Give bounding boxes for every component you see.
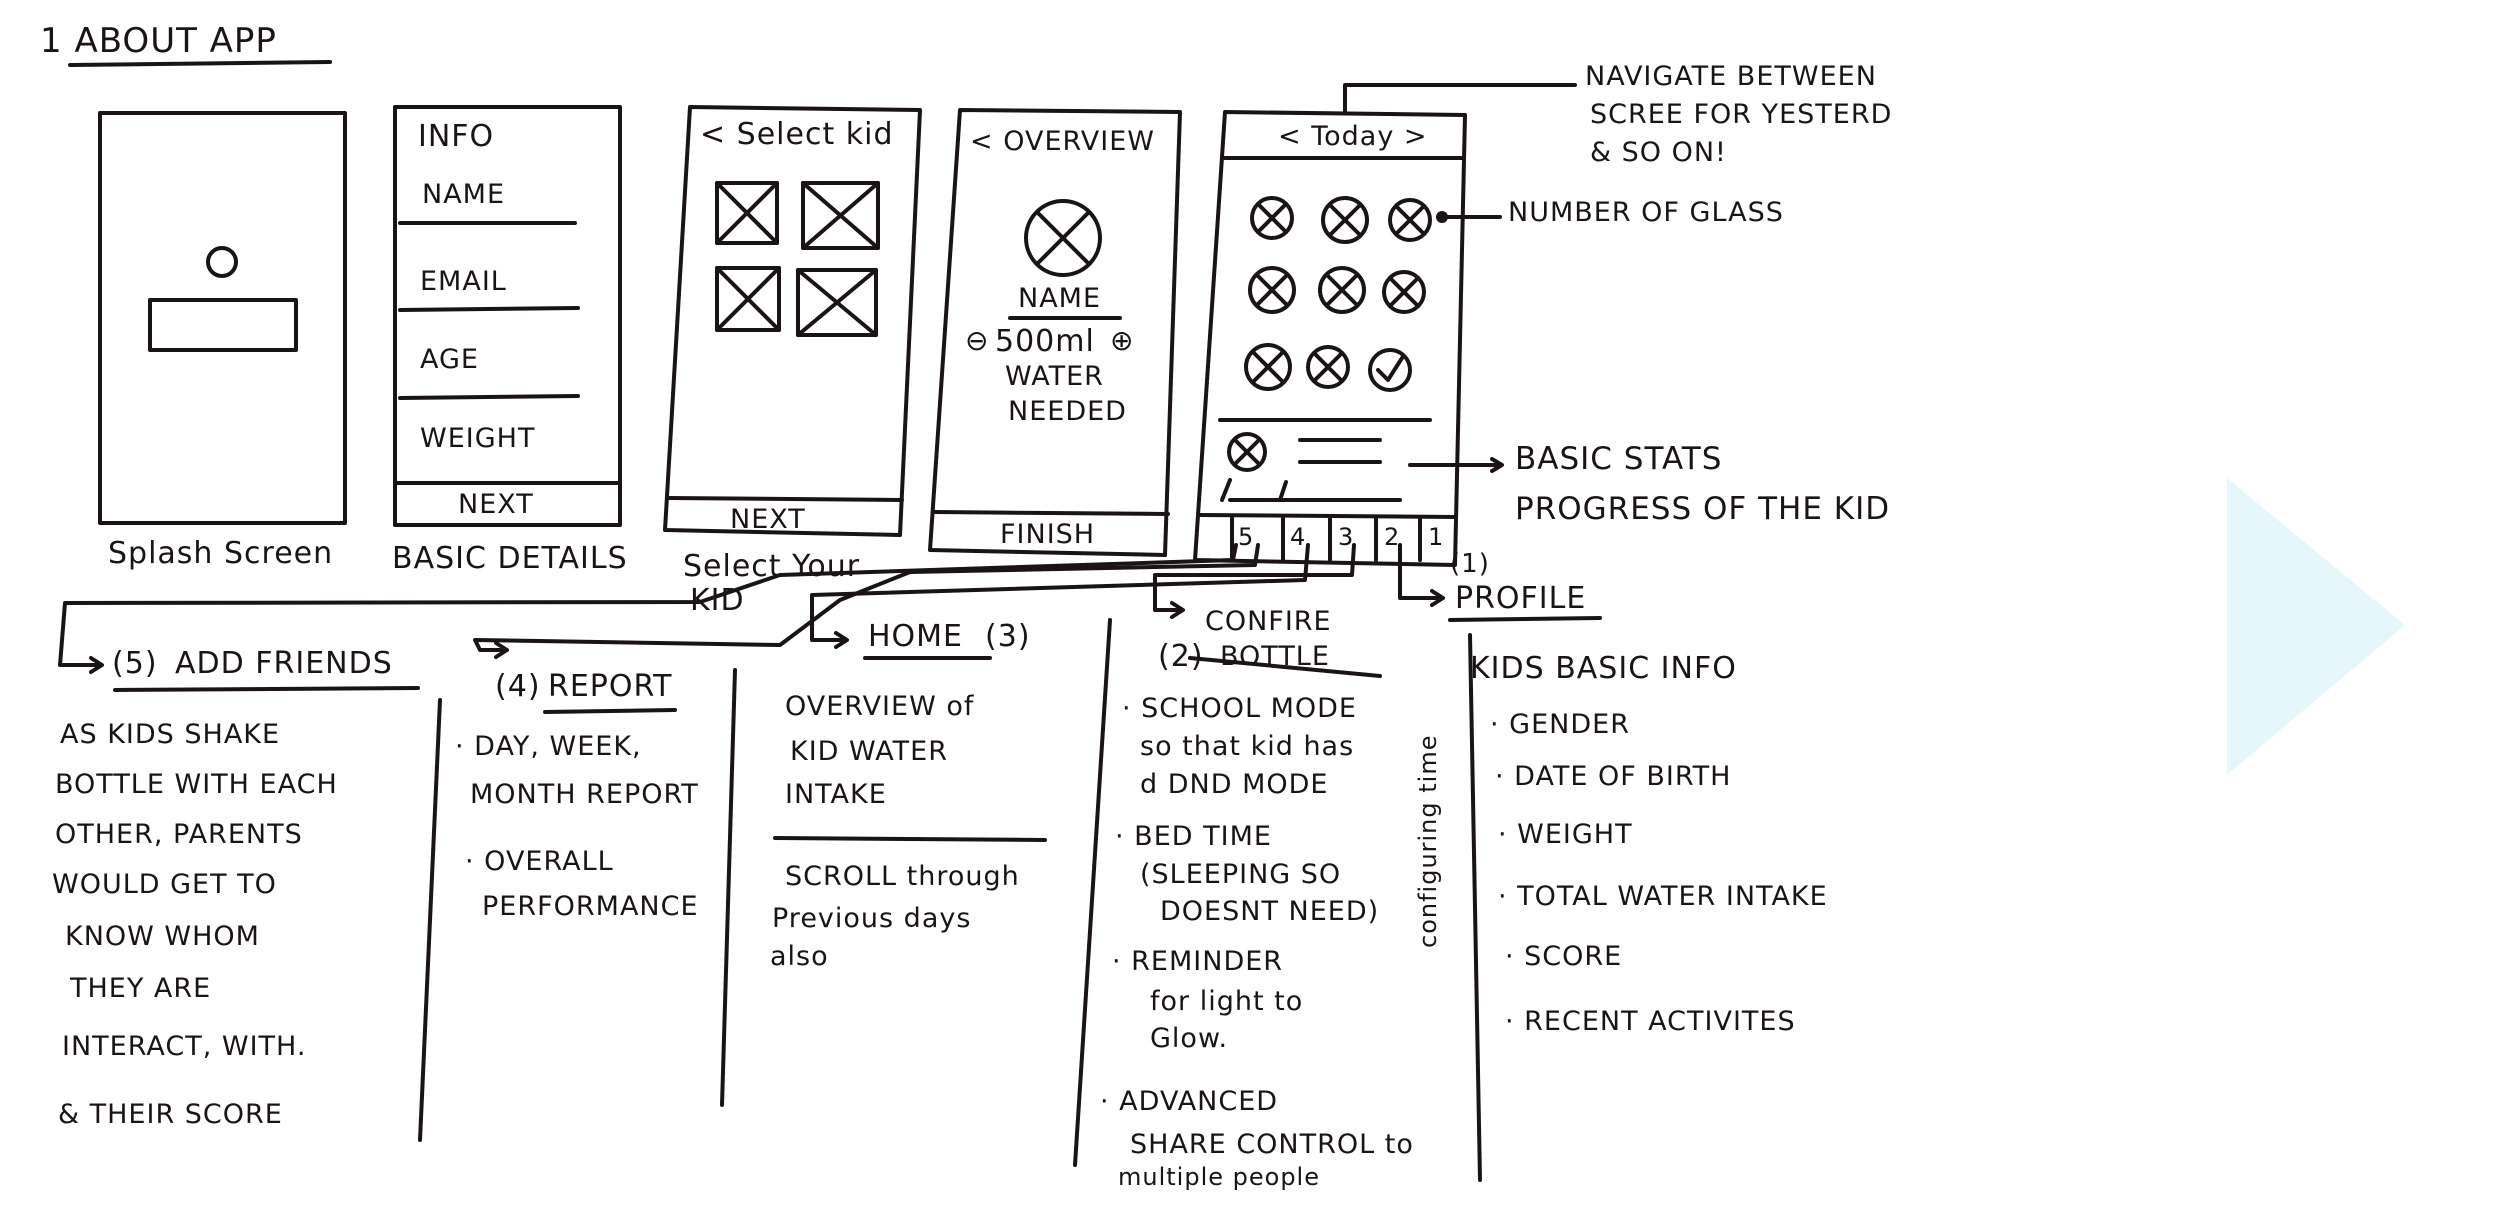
report-line-4: PERFORMANCE (482, 891, 699, 922)
age-field-label: AGE (420, 344, 479, 375)
profile-item-water: · TOTAL WATER INTAKE (1498, 881, 1828, 912)
friends-line-7: INTERACT, WITH. (62, 1031, 307, 1062)
home-line-6: also (770, 941, 829, 972)
page-title: 1 ABOUT APP (40, 21, 277, 61)
water-label: WATER (1005, 361, 1104, 392)
friends-line-3: OTHER, PARENTS (55, 819, 303, 850)
profile-title: PROFILE (1455, 581, 1587, 616)
bottle-number: (2) (1158, 639, 1204, 674)
kid-label: KID (690, 583, 745, 618)
report-line-3: · OVERALL (465, 846, 614, 877)
friends-line-1: AS KIDS SHAKE (60, 719, 281, 750)
bottle-line-7: · REMINDER (1112, 946, 1284, 977)
friends-line-5: KNOW WHOM (65, 921, 260, 952)
tab-3[interactable]: 3 (1338, 523, 1355, 551)
water-amount: 500ml (995, 324, 1095, 359)
home-line-2: KID WATER (790, 736, 948, 767)
bottle-line-9: Glow. (1150, 1023, 1229, 1054)
profile-item-gender: · GENDER (1490, 709, 1630, 740)
glass-note: NUMBER OF GLASS (1508, 197, 1784, 228)
minus-icon[interactable]: ⊖ (965, 324, 990, 357)
profile-heading: KIDS BASIC INFO (1470, 651, 1737, 686)
needed-label: NEEDED (1008, 396, 1127, 427)
tab-2[interactable]: 2 (1384, 523, 1401, 551)
bottle-line-2: so that kid has (1140, 731, 1355, 762)
name-field-label: NAME (422, 179, 506, 210)
bottle-line-4: · BED TIME (1115, 821, 1272, 852)
navigate-note-3: & SO ON! (1590, 137, 1727, 168)
weight-field-label: WEIGHT (420, 423, 536, 454)
profile-item-dob: · DATE OF BIRTH (1495, 761, 1732, 792)
basic-details-label: BASIC DETAILS (392, 541, 628, 576)
friends-line-6: THEY ARE (70, 973, 212, 1004)
configuring-time-note: configuring time (1414, 734, 1442, 948)
profile-item-activities: · RECENT ACTIVITES (1505, 1006, 1796, 1037)
splash-screen-label: Splash Screen (108, 536, 334, 571)
friends-title: ADD FRIENDS (175, 646, 393, 681)
today-title[interactable]: < Today > (1278, 121, 1428, 152)
bottle-line-10: · ADVANCED (1100, 1086, 1279, 1117)
stats-note-1: BASIC STATS (1515, 441, 1723, 477)
friends-line-2: BOTTLE WITH EACH (55, 769, 338, 800)
friends-line-4: WOULD GET TO (52, 869, 277, 900)
navigate-note-1: NAVIGATE BETWEEN (1585, 61, 1877, 92)
home-line-4: SCROLL through (785, 861, 1020, 892)
home-line-5: Previous days (772, 903, 972, 934)
overview-title: < OVERVIEW (970, 126, 1155, 157)
email-field-label: EMAIL (420, 266, 507, 297)
kid-name: NAME (1018, 283, 1102, 314)
navigate-note-2: SCREE FOR YESTERD (1590, 99, 1893, 130)
bottle-line-12: multiple people (1118, 1163, 1320, 1191)
profile-item-score: · SCORE (1505, 941, 1623, 972)
bottle-line-11: SHARE CONTROL to (1130, 1129, 1414, 1160)
bottle-title-1: CONFIRE (1205, 606, 1332, 637)
report-number: (4) (495, 669, 541, 704)
tab-4[interactable]: 4 (1290, 523, 1307, 551)
bottle-line-6: DOESNT NEED) (1160, 896, 1380, 927)
home-line-1: OVERVIEW of (785, 691, 975, 722)
home-number: (3) (985, 619, 1031, 654)
home-title: HOME (868, 619, 964, 654)
profile-number: (1) (1450, 549, 1490, 579)
stats-note-2: PROGRESS OF THE KID (1515, 491, 1891, 527)
home-line-3: INTAKE (785, 779, 887, 810)
bottle-title-2: BOTTLE (1220, 641, 1330, 672)
friends-number: (5) (112, 646, 158, 681)
select-kid-title: < Select kid (700, 117, 894, 152)
report-title: REPORT (548, 669, 673, 704)
report-line-1: · DAY, WEEK, (455, 731, 642, 762)
select-your-label: Select Your (683, 549, 861, 584)
tab-5[interactable]: 5 (1238, 523, 1255, 551)
select-kid-next-button[interactable]: NEXT (730, 504, 806, 535)
friends-line-8: & THEIR SCORE (58, 1099, 283, 1130)
bottle-line-5: (SLEEPING SO (1140, 859, 1342, 890)
profile-item-weight: · WEIGHT (1498, 819, 1633, 850)
report-line-2: MONTH REPORT (470, 779, 699, 810)
bottle-line-3: d DND MODE (1140, 769, 1329, 800)
info-title: INFO (418, 119, 495, 154)
tab-1[interactable]: 1 (1428, 523, 1445, 551)
info-next-button[interactable]: NEXT (458, 489, 534, 520)
bottle-line-8: for light to (1150, 986, 1304, 1017)
plus-icon[interactable]: ⊕ (1110, 324, 1135, 357)
bottle-line-1: · SCHOOL MODE (1122, 693, 1357, 724)
finish-button[interactable]: FINISH (1000, 519, 1096, 550)
